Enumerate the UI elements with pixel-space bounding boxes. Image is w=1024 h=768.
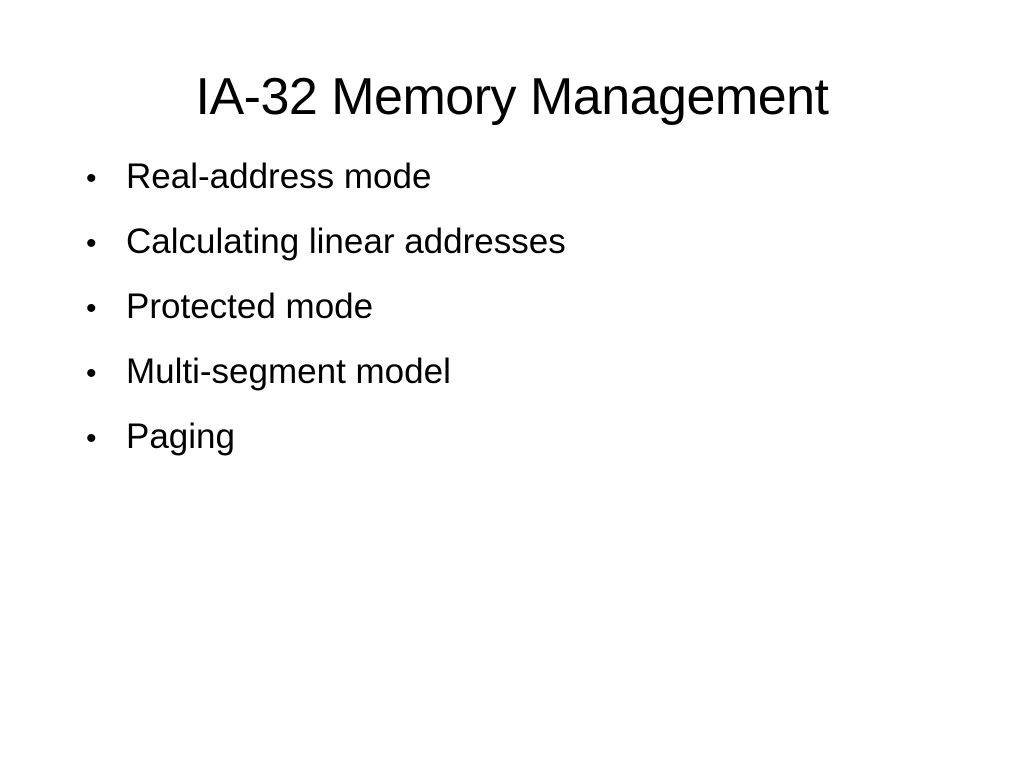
- bullet-text: Calculating linear addresses: [126, 222, 566, 261]
- bullet-text: Multi-segment model: [126, 352, 451, 391]
- list-item: • Multi-segment model: [86, 343, 946, 408]
- bullet-icon: •: [86, 227, 97, 260]
- bullet-list: • Real-address mode • Calculating linear…: [86, 148, 946, 473]
- bullet-text: Paging: [126, 417, 235, 456]
- list-item: • Paging: [86, 408, 946, 473]
- bullet-icon: •: [86, 357, 97, 390]
- bullet-text: Protected mode: [126, 287, 374, 326]
- bullet-icon: •: [86, 422, 97, 455]
- list-item: • Protected mode: [86, 278, 946, 343]
- list-item: • Calculating linear addresses: [86, 213, 946, 278]
- slide-title: IA-32 Memory Management: [195, 68, 830, 126]
- bullet-icon: •: [86, 162, 97, 195]
- list-item: • Real-address mode: [86, 148, 946, 213]
- bullet-text: Real-address mode: [126, 157, 432, 196]
- bullet-icon: •: [86, 292, 97, 325]
